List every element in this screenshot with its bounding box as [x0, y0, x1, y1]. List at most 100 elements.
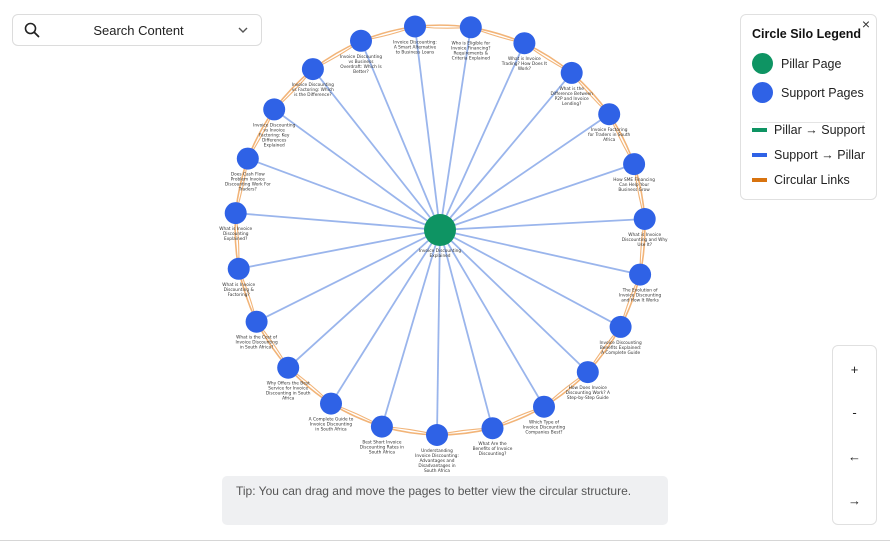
pillar-support-link — [235, 212, 441, 231]
circular-links-swatch — [752, 178, 767, 182]
pillar-support-link — [439, 27, 472, 231]
legend-item-label: Support Pages — [781, 85, 864, 100]
support-page-node[interactable] — [609, 315, 632, 338]
pillar-support-link — [439, 229, 545, 408]
legend-item-label: Circular Links — [774, 173, 850, 187]
support-page-node[interactable] — [245, 310, 268, 333]
pillar-support-link — [273, 108, 441, 231]
support-page-node[interactable] — [459, 16, 482, 39]
tip-banner: Tip: You can drag and move the pages to … — [222, 476, 668, 525]
pillar-support-link — [439, 229, 589, 373]
legend-panel: × Circle Silo Legend Pillar Page Support… — [740, 14, 877, 200]
support-page-node[interactable] — [426, 424, 448, 446]
search-icon — [24, 22, 40, 38]
legend-item-label: Pillar Page — [781, 56, 842, 71]
pillar-to-support-swatch — [752, 128, 767, 132]
support-page-node[interactable] — [370, 415, 393, 438]
pan-right-button[interactable]: → — [848, 493, 861, 508]
pillar-support-link — [439, 218, 645, 231]
pillar-support-link — [256, 229, 441, 323]
pan-left-button[interactable]: ← — [848, 449, 861, 464]
support-page-node[interactable] — [277, 356, 300, 379]
support-page-node[interactable] — [350, 29, 372, 52]
zoom-out-button[interactable]: - — [852, 405, 857, 420]
support-page-node[interactable] — [481, 417, 504, 440]
pillar-support-link — [414, 26, 441, 231]
legend-title: Circle Silo Legend — [752, 27, 862, 41]
search-content-dropdown[interactable]: Search Content — [12, 14, 262, 46]
pillar-support-link — [247, 157, 441, 231]
support-page-node[interactable] — [629, 263, 652, 286]
legend-close-icon[interactable]: × — [861, 16, 870, 32]
pillar-support-link — [360, 40, 441, 231]
chevron-down-icon[interactable] — [237, 24, 249, 36]
pillar-support-links — [235, 26, 645, 436]
support-page-node[interactable] — [404, 15, 426, 38]
pillar-support-link — [439, 42, 526, 231]
legend-item-label: Pillar → Support — [774, 123, 866, 137]
pillar-support-link — [439, 229, 494, 429]
pillar-support-link — [436, 229, 441, 436]
pillar-page-swatch — [752, 53, 773, 74]
support-page-node[interactable] — [301, 58, 324, 81]
pillar-page-node[interactable] — [424, 214, 456, 246]
support-page-node[interactable] — [633, 208, 656, 230]
pillar-support-link — [238, 229, 441, 270]
pillar-support-link — [330, 229, 441, 405]
support-page-node[interactable] — [320, 392, 342, 415]
support-page-node[interactable] — [623, 153, 646, 176]
legend-item-label: Support → Pillar — [774, 148, 866, 162]
support-page-node[interactable] — [598, 103, 621, 126]
pillar-support-link — [439, 229, 641, 276]
support-page-swatch — [752, 82, 773, 103]
support-page-node[interactable] — [224, 202, 247, 225]
support-to-pillar-swatch — [752, 153, 767, 157]
pillar-support-link — [439, 163, 635, 231]
pillar-support-link — [287, 229, 441, 369]
support-page-node[interactable] — [576, 361, 599, 384]
zoom-in-button[interactable]: + — [850, 362, 859, 377]
support-page-node[interactable] — [227, 257, 250, 280]
graph-controls: + - ← → — [832, 345, 877, 525]
support-page-node[interactable] — [560, 61, 583, 84]
pillar-support-link — [439, 113, 610, 231]
support-page-node[interactable] — [263, 98, 286, 121]
legend-item-circular-links: Circular Links — [752, 173, 850, 187]
legend-divider — [752, 122, 865, 123]
legend-item-pillar-page: Pillar Page — [752, 53, 841, 74]
legend-item-support-to-pillar: Support → Pillar — [752, 148, 865, 162]
pillar-support-link — [439, 229, 622, 328]
pillar-support-link — [312, 68, 441, 231]
support-page-node[interactable] — [533, 395, 555, 418]
pillar-support-link — [381, 229, 441, 427]
support-page-node[interactable] — [236, 147, 259, 170]
pillar-support-link — [439, 72, 573, 231]
search-content-label: Search Content — [93, 22, 184, 38]
support-page-node[interactable] — [513, 32, 536, 55]
